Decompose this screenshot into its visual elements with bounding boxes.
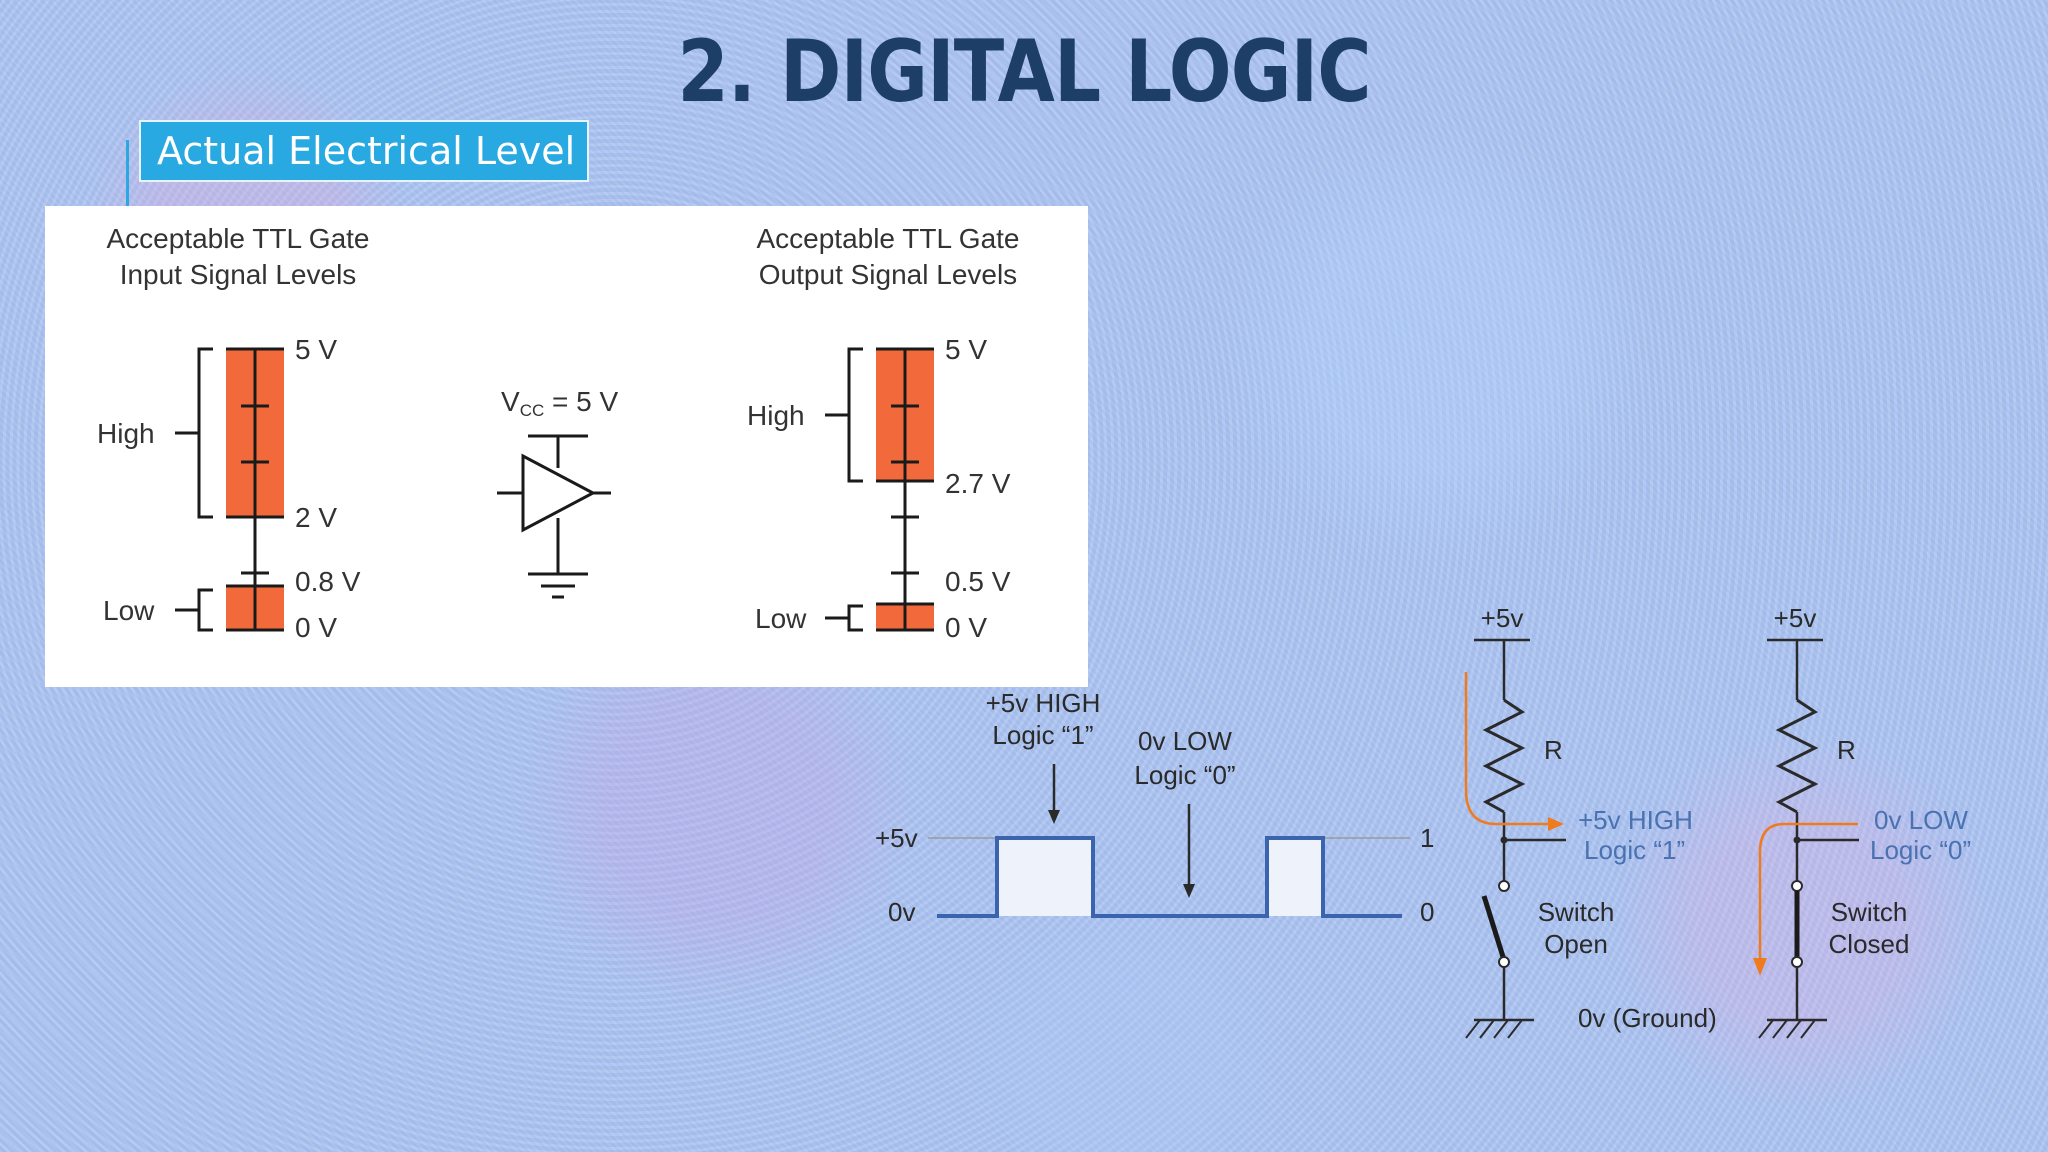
line — [1800, 1019, 1816, 1039]
ground-label: 0v (Ground) — [1578, 1003, 1717, 1033]
open-current-arrow — [1464, 672, 1550, 826]
pulse-fill-2 — [1267, 838, 1323, 916]
section-badge: Actual Electrical Level — [139, 120, 589, 182]
slide-title: 2. DIGITAL LOGIC — [677, 22, 1371, 122]
input-title-line1: Acceptable TTL Gate — [106, 223, 369, 254]
closed-resistor-label: R — [1837, 735, 1856, 765]
input-levels-group: Acceptable TTL Gate Input Signal Levels … — [97, 223, 370, 643]
waveform-low-line2: Logic “0” — [1134, 760, 1235, 790]
output-title-line1: Acceptable TTL Gate — [756, 223, 1019, 254]
input-level-5v: 5 V — [295, 334, 337, 365]
circle — [1498, 880, 1510, 892]
closed-output-line2: Logic “0” — [1870, 835, 1971, 865]
polygon — [1048, 810, 1060, 824]
waveform-low-line1: 0v LOW — [1138, 726, 1232, 756]
closed-resistor — [1775, 698, 1819, 814]
open-resistor — [1482, 698, 1526, 814]
ttl-levels-diagram: Acceptable TTL Gate Input Signal Levels … — [97, 223, 1020, 643]
waveform-high-line1: +5v HIGH — [986, 688, 1101, 718]
switch-closed-circuit: +5v R 0v LOW Logic “0” Switch Closed — [1753, 603, 1971, 1039]
output-levels-group: Acceptable TTL Gate Output Signal Levels… — [747, 223, 1020, 643]
open-switch-blade — [1481, 895, 1507, 961]
output-level-5v: 5 V — [945, 334, 987, 365]
output-high-label: High — [747, 400, 805, 431]
logic-waveform: +5v HIGH Logic “1” 0v LOW Logic “0” +5v … — [875, 688, 1434, 927]
closed-supply-label: +5v — [1774, 603, 1817, 633]
input-level-0-8v: 0.8 V — [295, 566, 361, 597]
waveform-logic-zero: 0 — [1420, 897, 1434, 927]
output-title-line2: Output Signal Levels — [759, 259, 1017, 290]
switch-open-circuit: +5v R +5v HIGH Logic “1” Switch Open 0v … — [1464, 603, 1717, 1039]
circle — [1791, 956, 1803, 968]
line — [1479, 1019, 1495, 1039]
pulse-fill-1 — [997, 838, 1093, 916]
input-low-label: Low — [103, 595, 155, 626]
ttl-levels-panel: Acceptable TTL Gate Input Signal Levels … — [45, 206, 1088, 687]
open-output-line1: +5v HIGH — [1578, 805, 1693, 835]
line — [1465, 1019, 1481, 1039]
waveform-y-low: 0v — [888, 897, 915, 927]
line — [1772, 1019, 1788, 1039]
open-switch-line2: Open — [1544, 929, 1608, 959]
output-level-2-7v: 2.7 V — [945, 468, 1011, 499]
waveform-y-high: +5v — [875, 823, 918, 853]
line — [1786, 1019, 1802, 1039]
input-title-line2: Input Signal Levels — [120, 259, 357, 290]
accent-line — [126, 140, 129, 206]
open-output-line2: Logic “1” — [1584, 835, 1685, 865]
input-high-label: High — [97, 418, 155, 449]
square-wave — [937, 836, 1402, 918]
polygon — [1548, 817, 1564, 831]
polygon — [1183, 884, 1195, 898]
closed-output-line1: 0v LOW — [1874, 805, 1968, 835]
output-low-label: Low — [755, 603, 807, 634]
open-switch-line1: Switch — [1538, 897, 1615, 927]
line — [1493, 1019, 1509, 1039]
open-resistor-label: R — [1544, 735, 1563, 765]
closed-current-arrow — [1758, 822, 1858, 960]
input-level-2v: 2 V — [295, 502, 337, 533]
polygon — [1753, 958, 1767, 976]
open-supply-label: +5v — [1481, 603, 1524, 633]
output-level-0-5v: 0.5 V — [945, 566, 1011, 597]
line — [1507, 1019, 1523, 1039]
line — [1758, 1019, 1774, 1039]
buffer-gate-symbol: VCC = 5 V — [497, 386, 619, 599]
closed-switch-line1: Switch — [1831, 897, 1908, 927]
waveform-high-line2: Logic “1” — [992, 720, 1093, 750]
circle — [1791, 880, 1803, 892]
circle — [1498, 956, 1510, 968]
input-level-0v: 0 V — [295, 612, 337, 643]
waveform-logic-one: 1 — [1420, 823, 1434, 853]
closed-switch-line2: Closed — [1829, 929, 1910, 959]
output-level-0v: 0 V — [945, 612, 987, 643]
vcc-label: VCC = 5 V — [501, 386, 619, 420]
